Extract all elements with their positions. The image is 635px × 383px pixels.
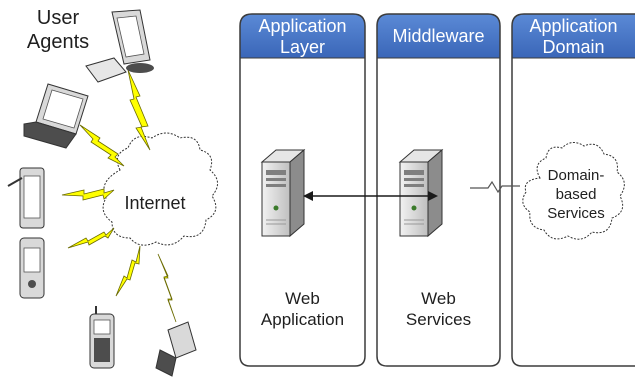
- desktop-monitor-icon: [85, 9, 154, 83]
- label-line: Web: [285, 289, 320, 308]
- flip-phone-icon: [155, 321, 197, 377]
- label-line: Domain-: [547, 167, 605, 184]
- connection-arrow: [303, 191, 438, 201]
- header-line: Domain: [542, 36, 605, 57]
- panel-application-layer: [239, 13, 366, 367]
- panel-middleware: [376, 13, 501, 367]
- header-line: Layer: [279, 36, 326, 57]
- web-application-label: Web Application: [240, 288, 365, 331]
- panel-application-domain: [511, 13, 635, 367]
- label-line: Web: [421, 289, 456, 308]
- server-icon: [398, 148, 444, 238]
- domain-services-cloud-icon: [522, 142, 625, 240]
- label-line: Services: [547, 204, 605, 222]
- application-layer-header: Application Layer: [240, 16, 365, 57]
- label-line: Application: [260, 310, 345, 330]
- header-line: Application: [529, 16, 618, 36]
- user-agents-label: User Agents: [8, 6, 108, 54]
- internet-cloud-icon: [102, 132, 218, 246]
- web-services-label: Web Services: [377, 288, 500, 331]
- label-line: based: [555, 185, 597, 203]
- middleware-header: Middleware: [377, 26, 500, 47]
- header-line: Application: [258, 16, 347, 36]
- domain-based-services-label: Domain- based Services: [526, 167, 626, 223]
- tablet-icon: [7, 167, 45, 229]
- header-line: Middleware: [392, 26, 485, 46]
- laptop-icon: [23, 83, 89, 149]
- zigzag-link: [470, 180, 520, 194]
- user-agents-line1: User: [36, 7, 80, 29]
- user-agents-line2: Agents: [26, 31, 90, 53]
- application-domain-header: Application Domain: [512, 16, 635, 57]
- internet-label: Internet: [124, 193, 186, 213]
- pda-icon: [19, 237, 45, 299]
- lightning-links: [61, 69, 177, 323]
- label-line: Services: [405, 310, 472, 330]
- cellphone-icon: [89, 306, 115, 369]
- server-icon: [260, 148, 306, 238]
